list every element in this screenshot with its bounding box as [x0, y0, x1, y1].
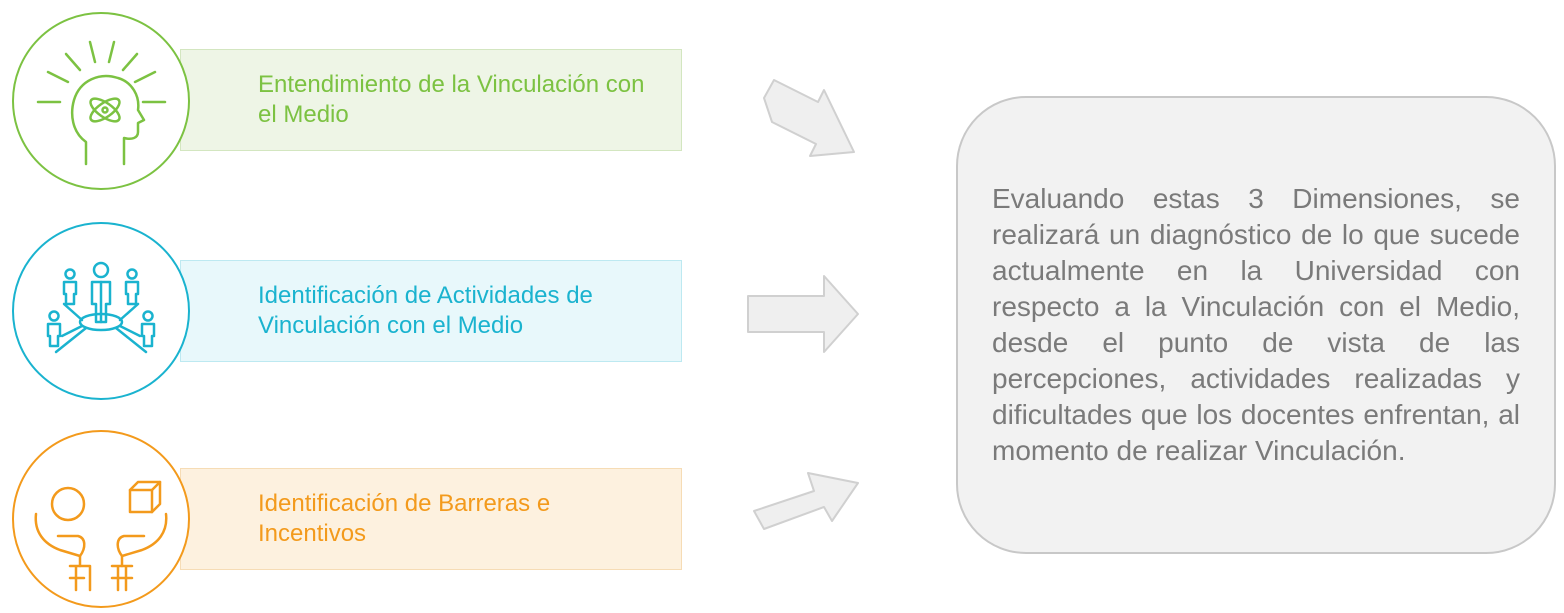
arrow-right-down-icon [763, 79, 855, 157]
summary-text: Evaluando estas 3 Dimensiones, se realiz… [992, 183, 1520, 466]
network-people-icon [12, 222, 190, 400]
dimension-label: Identificación de Actividades de Vincula… [258, 282, 593, 339]
arrow-right-icon [747, 275, 859, 353]
mind-icon [12, 12, 190, 190]
hands-giving-icon [12, 430, 190, 608]
arrow-right-up-icon [753, 472, 859, 530]
dimension-box-barriers: Identificación de Barreras e Incentivos [180, 468, 682, 570]
summary-box: Evaluando estas 3 Dimensiones, se realiz… [956, 96, 1556, 554]
dimension-box-understanding: Entendimiento de la Vinculación con el M… [180, 49, 682, 151]
dimension-box-activities: Identificación de Actividades de Vincula… [180, 260, 682, 362]
dimension-label: Entendimiento de la Vinculación con el M… [258, 71, 645, 128]
dimension-label: Identificación de Barreras e Incentivos [258, 490, 551, 547]
